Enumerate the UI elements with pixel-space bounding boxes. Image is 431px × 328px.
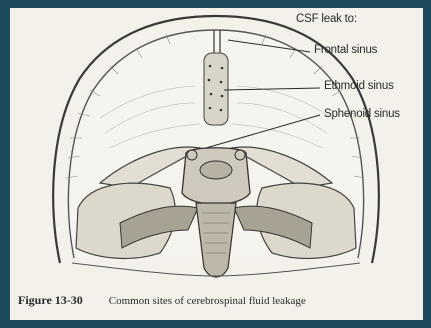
figure-number: Figure 13-30: [18, 293, 83, 307]
clinoid-right: [235, 150, 245, 160]
clinoid-left: [187, 150, 197, 160]
ethmoid-sinus-label: Ethmoid sinus: [324, 80, 394, 92]
figure-panel: CSF leak to: Frontal sinus Ethmoid sinus…: [10, 8, 423, 320]
sella-turcica: [200, 161, 232, 179]
csf-leak-heading: CSF leak to:: [296, 13, 357, 25]
frontal-sinus-label: Frontal sinus: [314, 44, 377, 56]
figure-caption-text: Common sites of cerebrospinal fluid leak…: [109, 295, 306, 307]
cribriform-plate: [204, 53, 228, 125]
sphenoid-sinus-label: Sphenoid sinus: [324, 108, 400, 120]
figure-caption: Figure 13-30 Common sites of cerebrospin…: [18, 291, 306, 309]
clivus: [196, 203, 236, 277]
